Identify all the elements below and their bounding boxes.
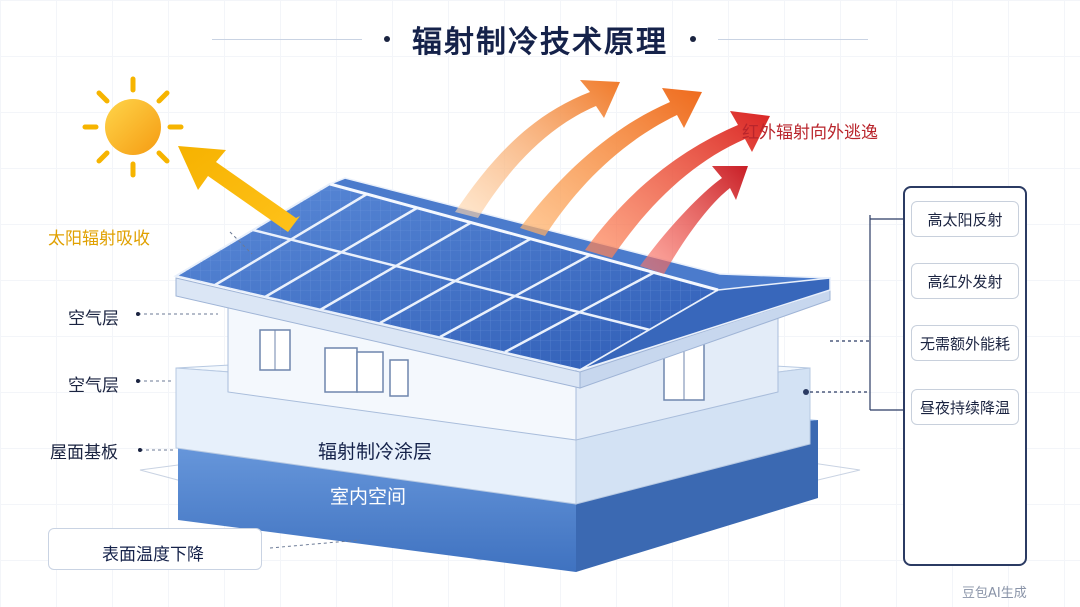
solar-absorption-label: 太阳辐射吸收 (48, 229, 150, 249)
roof-base-label: 屋面基板 (50, 443, 118, 463)
diagram-title: 辐射制冷技术原理 (412, 25, 668, 60)
watermark: 豆包AI生成 (962, 586, 1027, 601)
title-line-left (212, 38, 362, 40)
infrared-escape-label: 红外辐射向外逃逸 (742, 123, 878, 143)
title-line-right (718, 38, 868, 40)
leader-lines (138, 231, 361, 549)
legend-text: 表面温度下降 (102, 545, 204, 565)
feature-day-night-cooling: 昼夜持续降温 (911, 389, 1019, 425)
air-layer-label-1: 空气层 (68, 309, 119, 329)
title-dot-right (690, 36, 696, 42)
title-bar: 辐射制冷技术原理 (0, 14, 1080, 64)
feature-connector (810, 215, 903, 411)
feature-high-infrared-emission: 高红外发射 (911, 263, 1019, 299)
leader-dots (136, 312, 142, 452)
indoor-space-label: 室内空间 (330, 486, 407, 508)
feature-no-extra-energy: 无需额外能耗 (911, 325, 1019, 361)
legend-box (48, 528, 262, 570)
feature-high-solar-reflection: 高太阳反射 (911, 201, 1019, 237)
title-dot-left (384, 36, 390, 42)
air-layer-label-2: 空气层 (68, 376, 119, 396)
window (389, 359, 409, 397)
sun-icon (82, 76, 184, 178)
feature-panel (903, 186, 1027, 566)
window (356, 351, 384, 393)
solar-roof (173, 177, 831, 372)
connector-dot (803, 389, 809, 395)
window (324, 347, 358, 393)
coating-label: 辐射制冷涂层 (318, 441, 433, 463)
solar-reflection-arrow (178, 146, 300, 232)
infrared-arrows (455, 80, 770, 274)
roof-edge (175, 277, 831, 389)
